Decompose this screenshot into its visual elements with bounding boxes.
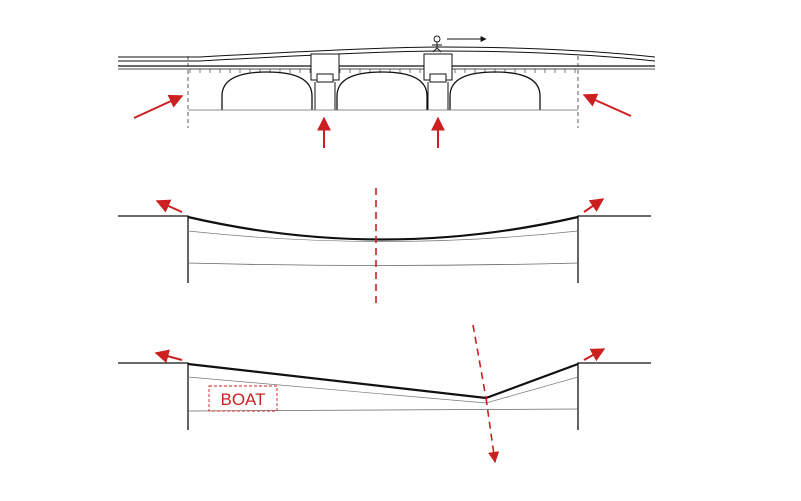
left-thrust-arrow	[133, 94, 184, 119]
bridge-arches	[221, 71, 541, 110]
right-thrust-arrow	[582, 93, 632, 117]
right-reaction-arrow	[583, 348, 606, 362]
impact-arrow	[485, 397, 500, 464]
stick-figure-icon	[432, 35, 442, 53]
bridge-elevation-panel	[118, 35, 656, 148]
ground-lines	[118, 215, 651, 283]
reaction-arrows	[154, 348, 606, 364]
reaction-arrows	[133, 93, 632, 148]
left-reaction-arrow	[155, 199, 183, 213]
base-line	[187, 262, 579, 266]
ground-lines	[118, 362, 651, 430]
left-reaction-arrow	[154, 349, 183, 364]
pier-columns	[314, 82, 449, 110]
deflected-deck	[187, 215, 579, 241]
boat-impact-panel: BOAT	[118, 324, 651, 464]
uniform-deflection-panel	[118, 188, 651, 305]
abutment-dashed-lines	[187, 56, 579, 128]
bridge-deck	[118, 46, 656, 70]
cornice-dentils	[189, 69, 576, 73]
boat-label: BOAT	[220, 390, 265, 409]
right-reaction-arrow	[583, 198, 605, 213]
impact-line-dashed	[472, 324, 487, 399]
base-line	[187, 408, 579, 412]
reaction-arrows	[155, 198, 605, 213]
deck-underside	[187, 230, 579, 242]
boat-label-box: BOAT	[208, 385, 278, 412]
pier-pilasters	[310, 53, 453, 83]
